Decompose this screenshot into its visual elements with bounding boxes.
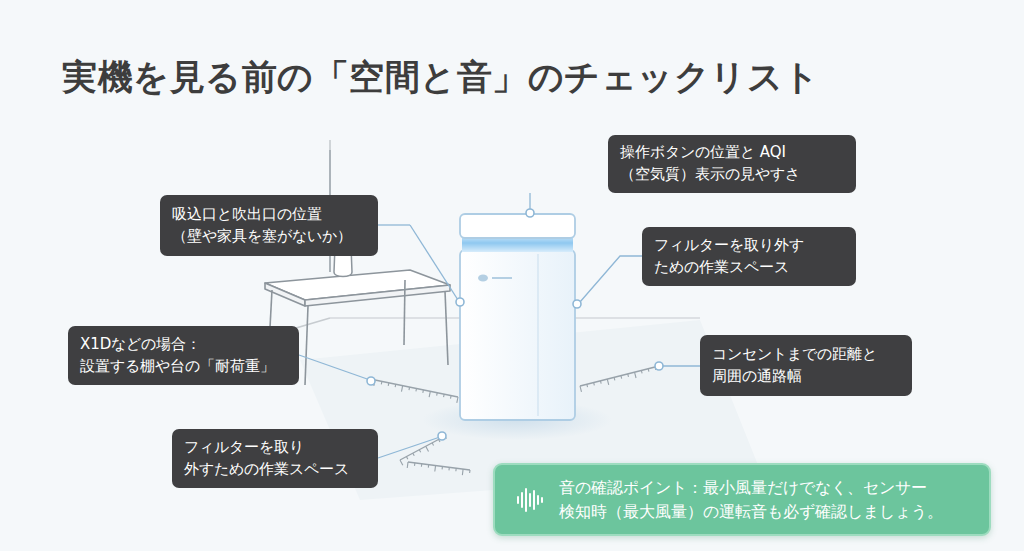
tick-mark [414,463,415,466]
tick-mark [400,460,403,465]
tick-mark [413,453,414,456]
callout-box: X1Dなどの場合： 設置する棚や台の「耐荷重」 [68,326,299,385]
tick-mark [407,462,409,468]
tick-mark [635,372,636,378]
callout-box: フィルターを取り 外すための作業スペース [172,429,378,488]
tick-mark [450,396,452,399]
page-title: 実機を見る前の「空間と音」のチェックリスト [62,54,820,101]
tick-mark [422,390,424,393]
tick-mark [401,386,402,392]
callout-box: 吸込口と吹出口の位置 （壁や家具を塞がないか） [160,195,378,256]
callout-box: コンセントまでの距離と 周囲の通路幅 [700,335,912,396]
tick-mark [600,381,602,384]
callout-text: 音の確認ポイント：最小風量だけでなく、センサー 検知時（最大風量）の運転音も必ず… [559,476,977,524]
callout-text: フィルターを取り 外すための作業スペース [184,437,366,481]
tick-mark [381,381,383,384]
tick-mark [419,450,420,453]
tick-mark [648,369,650,372]
callout-text: フィルターを取り外す ための作業スペース [654,235,844,279]
tick-mark [428,465,429,468]
tick-mark [426,446,429,451]
tick-mark [415,389,417,392]
sound-wave-icon [515,485,545,515]
tick-mark [429,391,430,397]
tick-mark [627,374,629,377]
tick-mark [395,384,397,387]
tick-mark [455,468,456,471]
tick-mark [593,383,595,386]
tick-mark [462,469,464,475]
callout-text: 吸込口と吹出口の位置 （壁や家具を塞がないか） [172,204,366,248]
tick-mark [436,393,438,396]
tick-mark [448,467,449,470]
tick-mark [406,457,407,460]
tick-mark [641,370,643,373]
tick-mark [421,464,422,467]
tick-mark [580,386,581,392]
tick-mark [442,466,443,469]
air-purifier [460,214,575,420]
leader-dots [367,209,663,440]
tick-mark [434,466,436,472]
tick-mark [388,383,390,386]
tick-mark [620,376,622,379]
callout-text: コンセントまでの距離と 周囲の通路幅 [712,344,900,388]
callout-text: X1Dなどの場合： 設置する棚や台の「耐荷重」 [80,334,287,378]
tick-mark [443,394,445,397]
callout-box: 操作ボタンの位置と AQI（空気質）表示の見やすさ [608,135,856,193]
callout-box: フィルターを取り外す ための作業スペース [642,227,856,286]
callout-text: 操作ボタンの位置と AQI（空気質）表示の見やすさ [620,142,844,186]
tick-mark [614,377,616,380]
tick-mark [408,387,410,390]
tick-mark [607,379,608,385]
note-box: 音の確認ポイント：最小風量だけでなく、センサー 検知時（最大風量）の運転音も必ず… [493,463,991,536]
dimension-ticks [374,367,656,475]
tick-mark [469,470,470,473]
floor-dimensions [375,367,655,470]
tick-mark [457,397,458,403]
tick-mark [586,384,588,387]
tick-mark [432,443,433,446]
